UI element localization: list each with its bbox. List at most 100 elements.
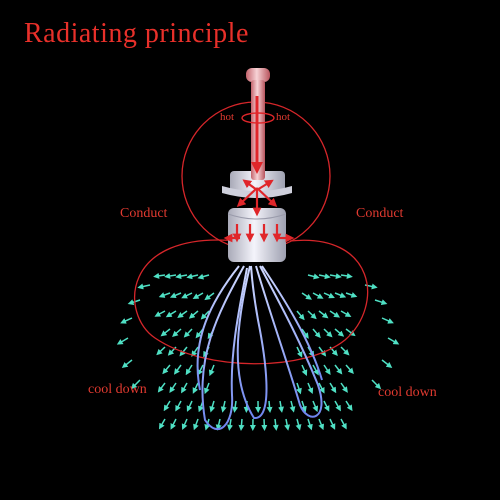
airflow-arrow-74 — [220, 400, 227, 413]
airflow-arrow-62 — [192, 382, 199, 394]
airflow-arrow-102 — [340, 418, 347, 430]
airflow-arrow-108 — [130, 379, 141, 390]
airflow-arrow-26 — [318, 310, 329, 319]
airflow-arrow-100 — [318, 418, 325, 431]
airflow-arrow-63 — [204, 382, 210, 395]
airflow-arrow-89 — [193, 418, 199, 431]
airflow-arrow-41 — [179, 346, 188, 357]
lamp-body — [228, 208, 286, 262]
airflow-arrow-0 — [153, 272, 166, 279]
airflow-arrow-51 — [185, 364, 193, 376]
airflow-arrow-23 — [200, 310, 210, 320]
airflow-arrow-97 — [284, 418, 291, 431]
airflow-arrow-87 — [170, 418, 177, 430]
airflow-arrow-4 — [197, 273, 210, 280]
airflow-arrow-110 — [374, 299, 388, 305]
airflow-arrow-106 — [116, 337, 129, 345]
airflow-arrow-114 — [371, 379, 382, 390]
airflow-arrow-31 — [183, 328, 193, 338]
heat-flow-arrows — [223, 96, 295, 243]
airflow-arrow-78 — [266, 400, 273, 413]
airflow-arrow-96 — [272, 418, 279, 431]
airflow-arrow-12 — [192, 292, 204, 300]
airflow-arrow-55 — [312, 364, 319, 376]
led-ribbon-3 — [255, 265, 323, 418]
airflow-arrow-57 — [334, 364, 343, 375]
airflow-arrow-58 — [345, 364, 354, 375]
label-hot-right: hot — [276, 111, 291, 123]
airflow-arrow-13 — [204, 292, 215, 301]
airflow-arrow-22 — [188, 310, 199, 319]
airflow-arrow-99 — [307, 418, 313, 431]
airflow-arrow-101 — [329, 418, 336, 430]
heat-arrow-right — [256, 187, 278, 208]
airflow-arrow-54 — [301, 364, 308, 376]
airflow-arrow-15 — [312, 292, 324, 299]
led-ribbon-2 — [236, 265, 268, 420]
airflow-arrow-11 — [181, 292, 193, 299]
airflow-arrow-71 — [186, 400, 193, 412]
airflow-arrow-18 — [345, 292, 358, 298]
airflow-arrow-29 — [160, 328, 171, 337]
airflow-arrow-30 — [172, 328, 182, 337]
airflow-arrow-73 — [209, 400, 216, 413]
airflow-arrow-21 — [177, 310, 188, 318]
diagram-title: Radiating principle — [24, 18, 249, 49]
airflow-arrow-59 — [157, 382, 166, 393]
airflow-arrow-69 — [163, 400, 171, 412]
label-conduct-left: Conduct — [120, 206, 168, 221]
airflow-arrow-34 — [301, 328, 309, 339]
led-ribbon-4 — [196, 265, 240, 391]
airflow-arrow-92 — [227, 418, 234, 431]
airflow-arrow-68 — [340, 382, 348, 393]
airflow-arrow-14 — [301, 292, 312, 300]
airflow-arrow-39 — [156, 346, 166, 356]
heat-sink-body — [222, 171, 292, 262]
lower-heat-loop — [134, 239, 369, 365]
label-conduct-right: Conduct — [356, 206, 404, 221]
lamp-body-shade — [227, 213, 287, 220]
airflow-arrow-79 — [278, 400, 284, 413]
airflow-arrow-48 — [340, 346, 350, 356]
airflow-arrow-35 — [312, 328, 321, 339]
airflow-arrow-81 — [301, 400, 307, 413]
airflow-arrow-98 — [295, 418, 302, 431]
airflow-arrow-103 — [137, 283, 151, 290]
airflow-arrow-3 — [186, 273, 199, 280]
airflow-arrow-24 — [296, 310, 305, 321]
airflow-arrow-75 — [232, 400, 239, 413]
airflow-arrow-91 — [215, 418, 222, 431]
airflow-arrow-49 — [162, 364, 171, 375]
heat-arrow-l2 — [242, 179, 258, 191]
airflow-arrow-84 — [334, 400, 341, 412]
airflow-arrow-80 — [289, 400, 296, 413]
label-hot-left: hot — [220, 111, 235, 123]
airflow-arrow-16 — [323, 292, 335, 299]
airflow-arrow-6 — [318, 273, 331, 280]
airflow-arrow-52 — [197, 364, 204, 376]
airflow-arrow-7 — [329, 273, 342, 279]
airflow-arrow-17 — [334, 292, 347, 298]
airflow-arrow-27 — [329, 310, 341, 318]
airflow-arrow-85 — [345, 400, 353, 412]
airflow-arrow-9 — [158, 292, 171, 298]
airflow-arrow-93 — [238, 418, 245, 431]
airflow-arrow-61 — [181, 382, 188, 394]
airflow-arrow-109 — [364, 283, 378, 290]
airflow-arrow-88 — [181, 418, 188, 430]
label-cool-down-left: cool down — [88, 382, 147, 397]
airflow-arrow-60 — [169, 382, 177, 394]
airflow-arrow-105 — [120, 317, 133, 324]
led-ribbon-1 — [201, 265, 248, 431]
airflow-arrow-83 — [323, 400, 330, 412]
airflow-arrow-1 — [164, 273, 177, 279]
airflow-arrow-113 — [381, 359, 393, 368]
airflow-arrow-112 — [387, 337, 400, 345]
pin-cap — [246, 68, 270, 82]
airflow-arrow-46 — [318, 346, 327, 357]
airflow-arrow-86 — [158, 418, 166, 430]
airflow-arrow-111 — [381, 317, 394, 324]
airflow-arrow-107 — [121, 359, 133, 369]
led-ribbons — [196, 265, 323, 431]
